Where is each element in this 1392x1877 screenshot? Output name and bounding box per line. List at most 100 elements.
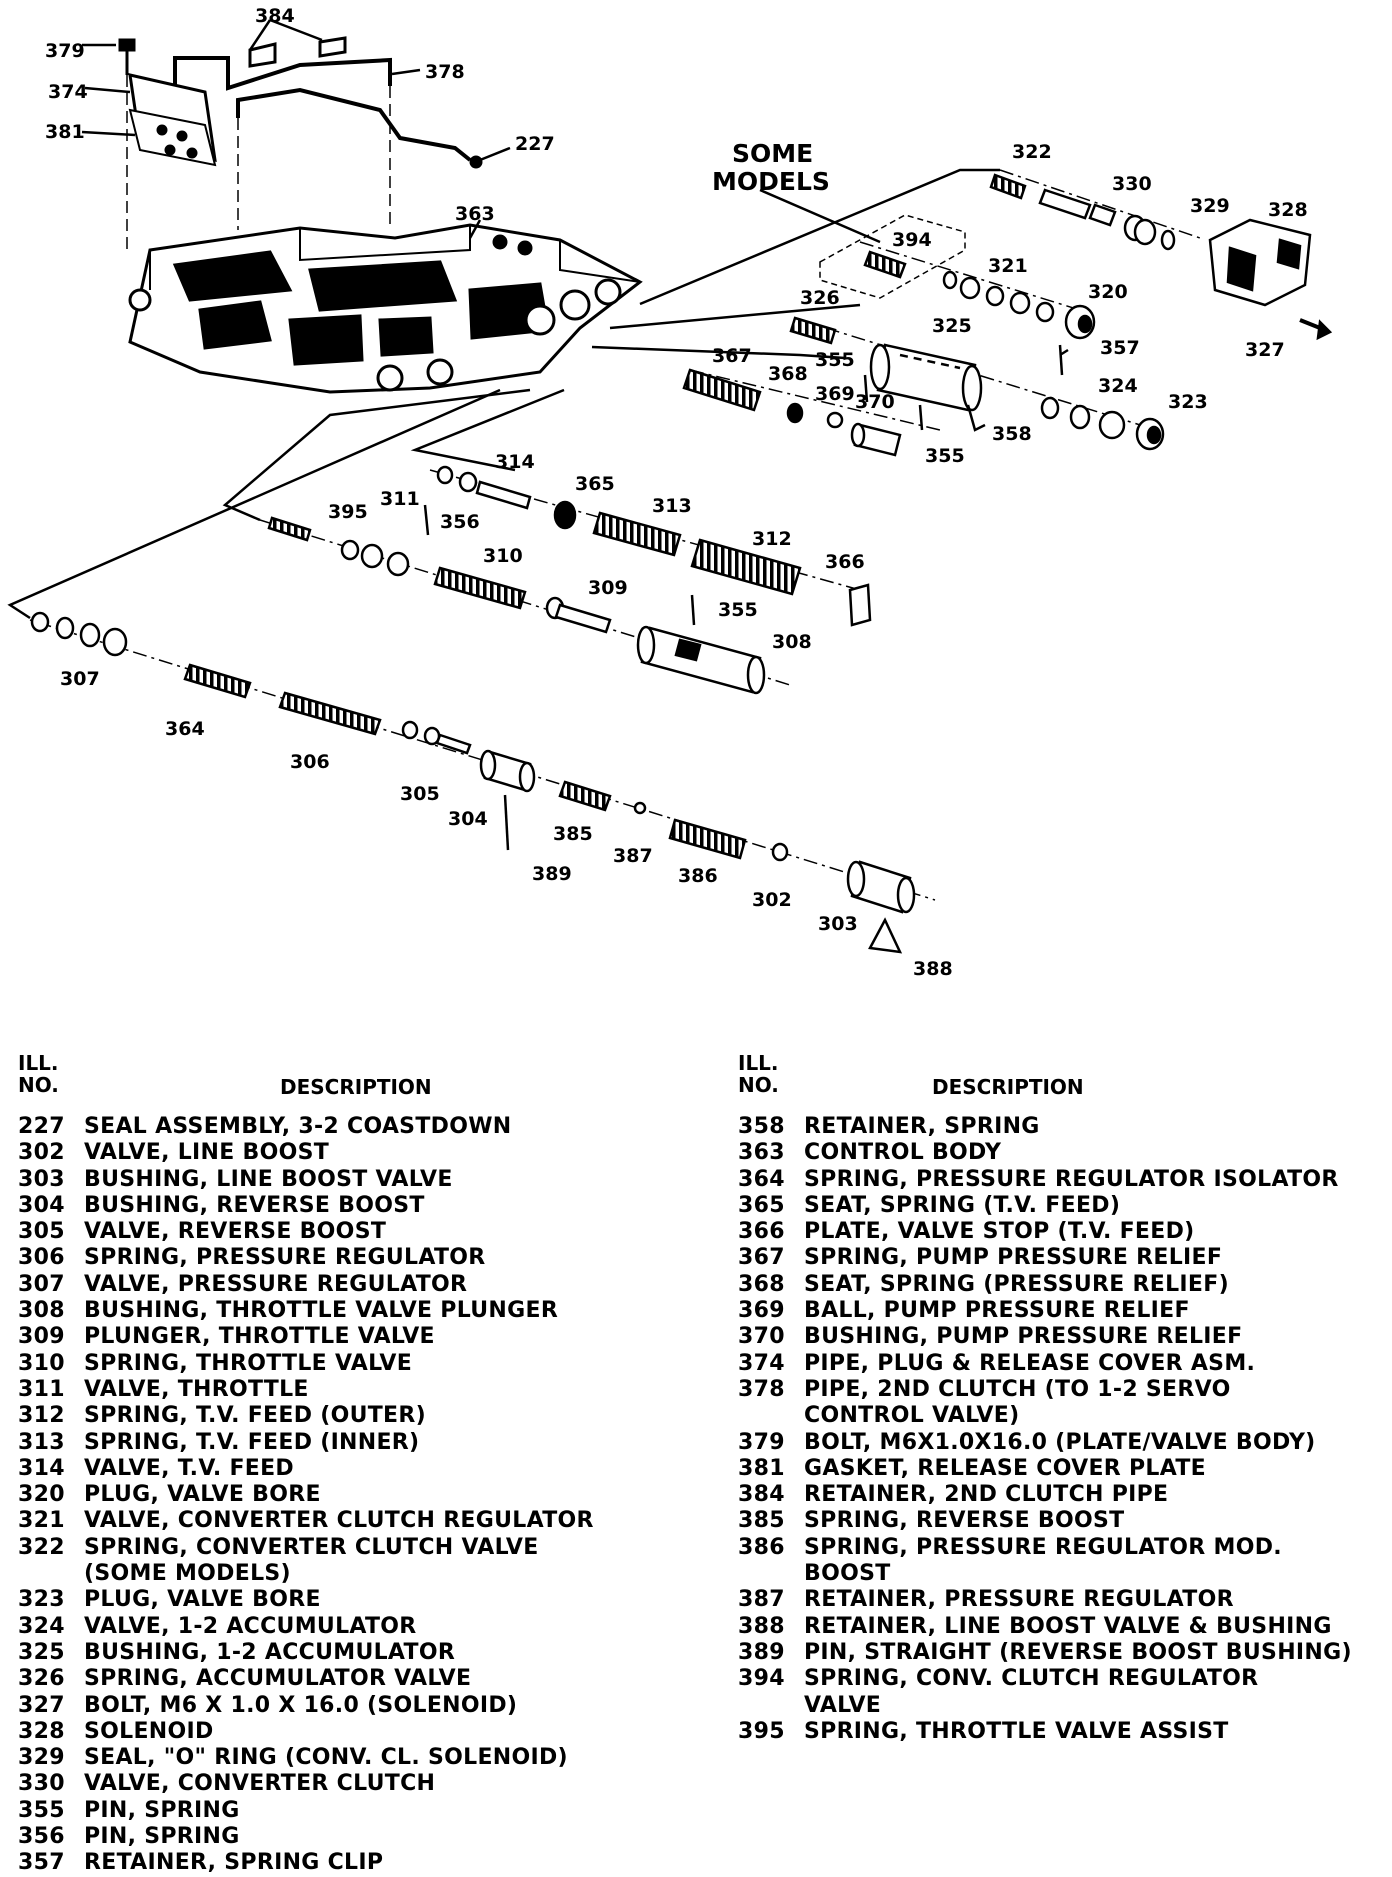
legend-number: 385 bbox=[738, 1508, 785, 1534]
legend-number: 303 bbox=[18, 1166, 65, 1192]
legend-number: 395 bbox=[738, 1718, 785, 1744]
converter-clutch-row bbox=[989, 173, 1333, 341]
legend-description: RETAINER, 2ND CLUTCH PIPE bbox=[804, 1482, 1169, 1508]
legend-number: 310 bbox=[18, 1350, 65, 1376]
legend-number: 302 bbox=[18, 1140, 65, 1166]
callout-323: 323 bbox=[1168, 391, 1208, 413]
legend-description: VALVE, T.V. FEED bbox=[84, 1455, 294, 1481]
legend-number: 364 bbox=[738, 1166, 785, 1192]
callout-381: 381 bbox=[45, 121, 85, 143]
legend-number: 309 bbox=[18, 1324, 65, 1350]
legend-right-header: ILL. NO. DESCRIPTION bbox=[738, 1050, 1388, 1114]
callout-378: 378 bbox=[425, 61, 465, 83]
callout-355-c: 355 bbox=[718, 599, 758, 621]
legend-number: 378 bbox=[738, 1376, 785, 1402]
callout-389: 389 bbox=[532, 863, 572, 885]
legend-description: BALL, PUMP PRESSURE RELIEF bbox=[804, 1298, 1190, 1324]
legend-description: SPRING, THROTTLE VALVE ASSIST bbox=[804, 1718, 1229, 1744]
callout-395: 395 bbox=[328, 501, 368, 523]
legend-description: BOLT, M6 X 1.0 X 16.0 (SOLENOID) bbox=[84, 1692, 518, 1718]
legend-description: VALVE, CONVERTER CLUTCH bbox=[84, 1771, 436, 1797]
legend-description: RETAINER, LINE BOOST VALVE & BUSHING bbox=[804, 1613, 1332, 1639]
callout-379: 379 bbox=[45, 40, 85, 62]
legend-description: RETAINER, SPRING CLIP bbox=[84, 1850, 384, 1876]
legend-description: PIPE, 2ND CLUTCH (TO 1-2 SERVO CONTROL V… bbox=[804, 1376, 1231, 1429]
legend-number: 314 bbox=[18, 1455, 65, 1481]
tv-feed-row bbox=[436, 465, 872, 627]
callout-365: 365 bbox=[575, 473, 615, 495]
legend-description: BUSHING, PUMP PRESSURE RELIEF bbox=[804, 1324, 1243, 1350]
callout-326: 326 bbox=[800, 287, 840, 309]
legend-description: VALVE, 1-2 ACCUMULATOR bbox=[84, 1613, 417, 1639]
legend-number: 321 bbox=[18, 1508, 65, 1534]
legend-description: PIN, SPRING bbox=[84, 1797, 240, 1823]
legend-number: 389 bbox=[738, 1639, 785, 1665]
legend-number: 363 bbox=[738, 1140, 785, 1166]
legend-description: SPRING, PRESSURE REGULATOR MOD. BOOST bbox=[804, 1534, 1282, 1587]
legend-left-header: ILL. NO. DESCRIPTION bbox=[18, 1050, 678, 1114]
legend-row: 378 PIPE, 2ND CLUTCH (TO 1-2 SERVO CONTRO… bbox=[738, 1377, 1388, 1430]
legend-description: PIN, SPRING bbox=[84, 1824, 240, 1850]
callout-305: 305 bbox=[400, 783, 440, 805]
callout-304: 304 bbox=[448, 808, 488, 830]
callout-356: 356 bbox=[440, 511, 480, 533]
legend-number: 306 bbox=[18, 1245, 65, 1271]
callout-330: 330 bbox=[1112, 173, 1152, 195]
legend-description: BUSHING, 1-2 ACCUMULATOR bbox=[84, 1639, 456, 1665]
legend-description: SOLENOID bbox=[84, 1718, 214, 1744]
legend-description: PLATE, VALVE STOP (T.V. FEED) bbox=[804, 1219, 1195, 1245]
control-body-drawing bbox=[128, 223, 643, 394]
legend-description: PLUG, VALVE BORE bbox=[84, 1587, 321, 1613]
callout-367: 367 bbox=[712, 345, 752, 367]
callout-320: 320 bbox=[1088, 281, 1128, 303]
legend-number: 322 bbox=[18, 1534, 65, 1560]
cover-plate-and-pipes-drawing bbox=[118, 36, 483, 250]
legend-number: 324 bbox=[18, 1613, 65, 1639]
callout-386: 386 bbox=[678, 865, 718, 887]
callout-321: 321 bbox=[988, 255, 1028, 277]
leader-lines bbox=[7, 18, 1000, 620]
pressure-regulator-row bbox=[30, 611, 916, 954]
callout-328: 328 bbox=[1268, 199, 1308, 221]
legend-number: 386 bbox=[738, 1534, 785, 1560]
legend-number: 365 bbox=[738, 1192, 785, 1218]
legend-number: 327 bbox=[18, 1692, 65, 1718]
legend-description: SPRING, PRESSURE REGULATOR bbox=[84, 1245, 486, 1271]
description-header: DESCRIPTION bbox=[932, 1075, 1084, 1099]
legend-number: 227 bbox=[18, 1114, 65, 1139]
legend-description: VALVE, PRESSURE REGULATOR bbox=[84, 1271, 468, 1297]
legend-description: SPRING, PRESSURE REGULATOR ISOLATOR bbox=[804, 1166, 1339, 1192]
legend-description: VALVE, THROTTLE bbox=[84, 1376, 309, 1402]
pressure-relief-row bbox=[682, 368, 924, 457]
legend-number: 394 bbox=[738, 1666, 785, 1692]
callout-369: 369 bbox=[815, 383, 855, 405]
legend-row: 306 SPRING, PRESSURE REGULATOR bbox=[18, 1245, 678, 1271]
callout-366: 366 bbox=[825, 551, 865, 573]
legend-row: 395 SPRING, THROTTLE VALVE ASSIST bbox=[738, 1719, 1388, 1745]
legend-number: 374 bbox=[738, 1350, 785, 1376]
callout-324: 324 bbox=[1098, 375, 1138, 397]
legend-row: 386 SPRING, PRESSURE REGULATOR MOD. BOOST bbox=[738, 1535, 1388, 1588]
legend-description: GASKET, RELEASE COVER PLATE bbox=[804, 1455, 1206, 1481]
callout-314: 314 bbox=[495, 451, 535, 473]
legend-number: 366 bbox=[738, 1219, 785, 1245]
callout-322: 322 bbox=[1012, 141, 1052, 163]
callout-374: 374 bbox=[48, 81, 88, 103]
